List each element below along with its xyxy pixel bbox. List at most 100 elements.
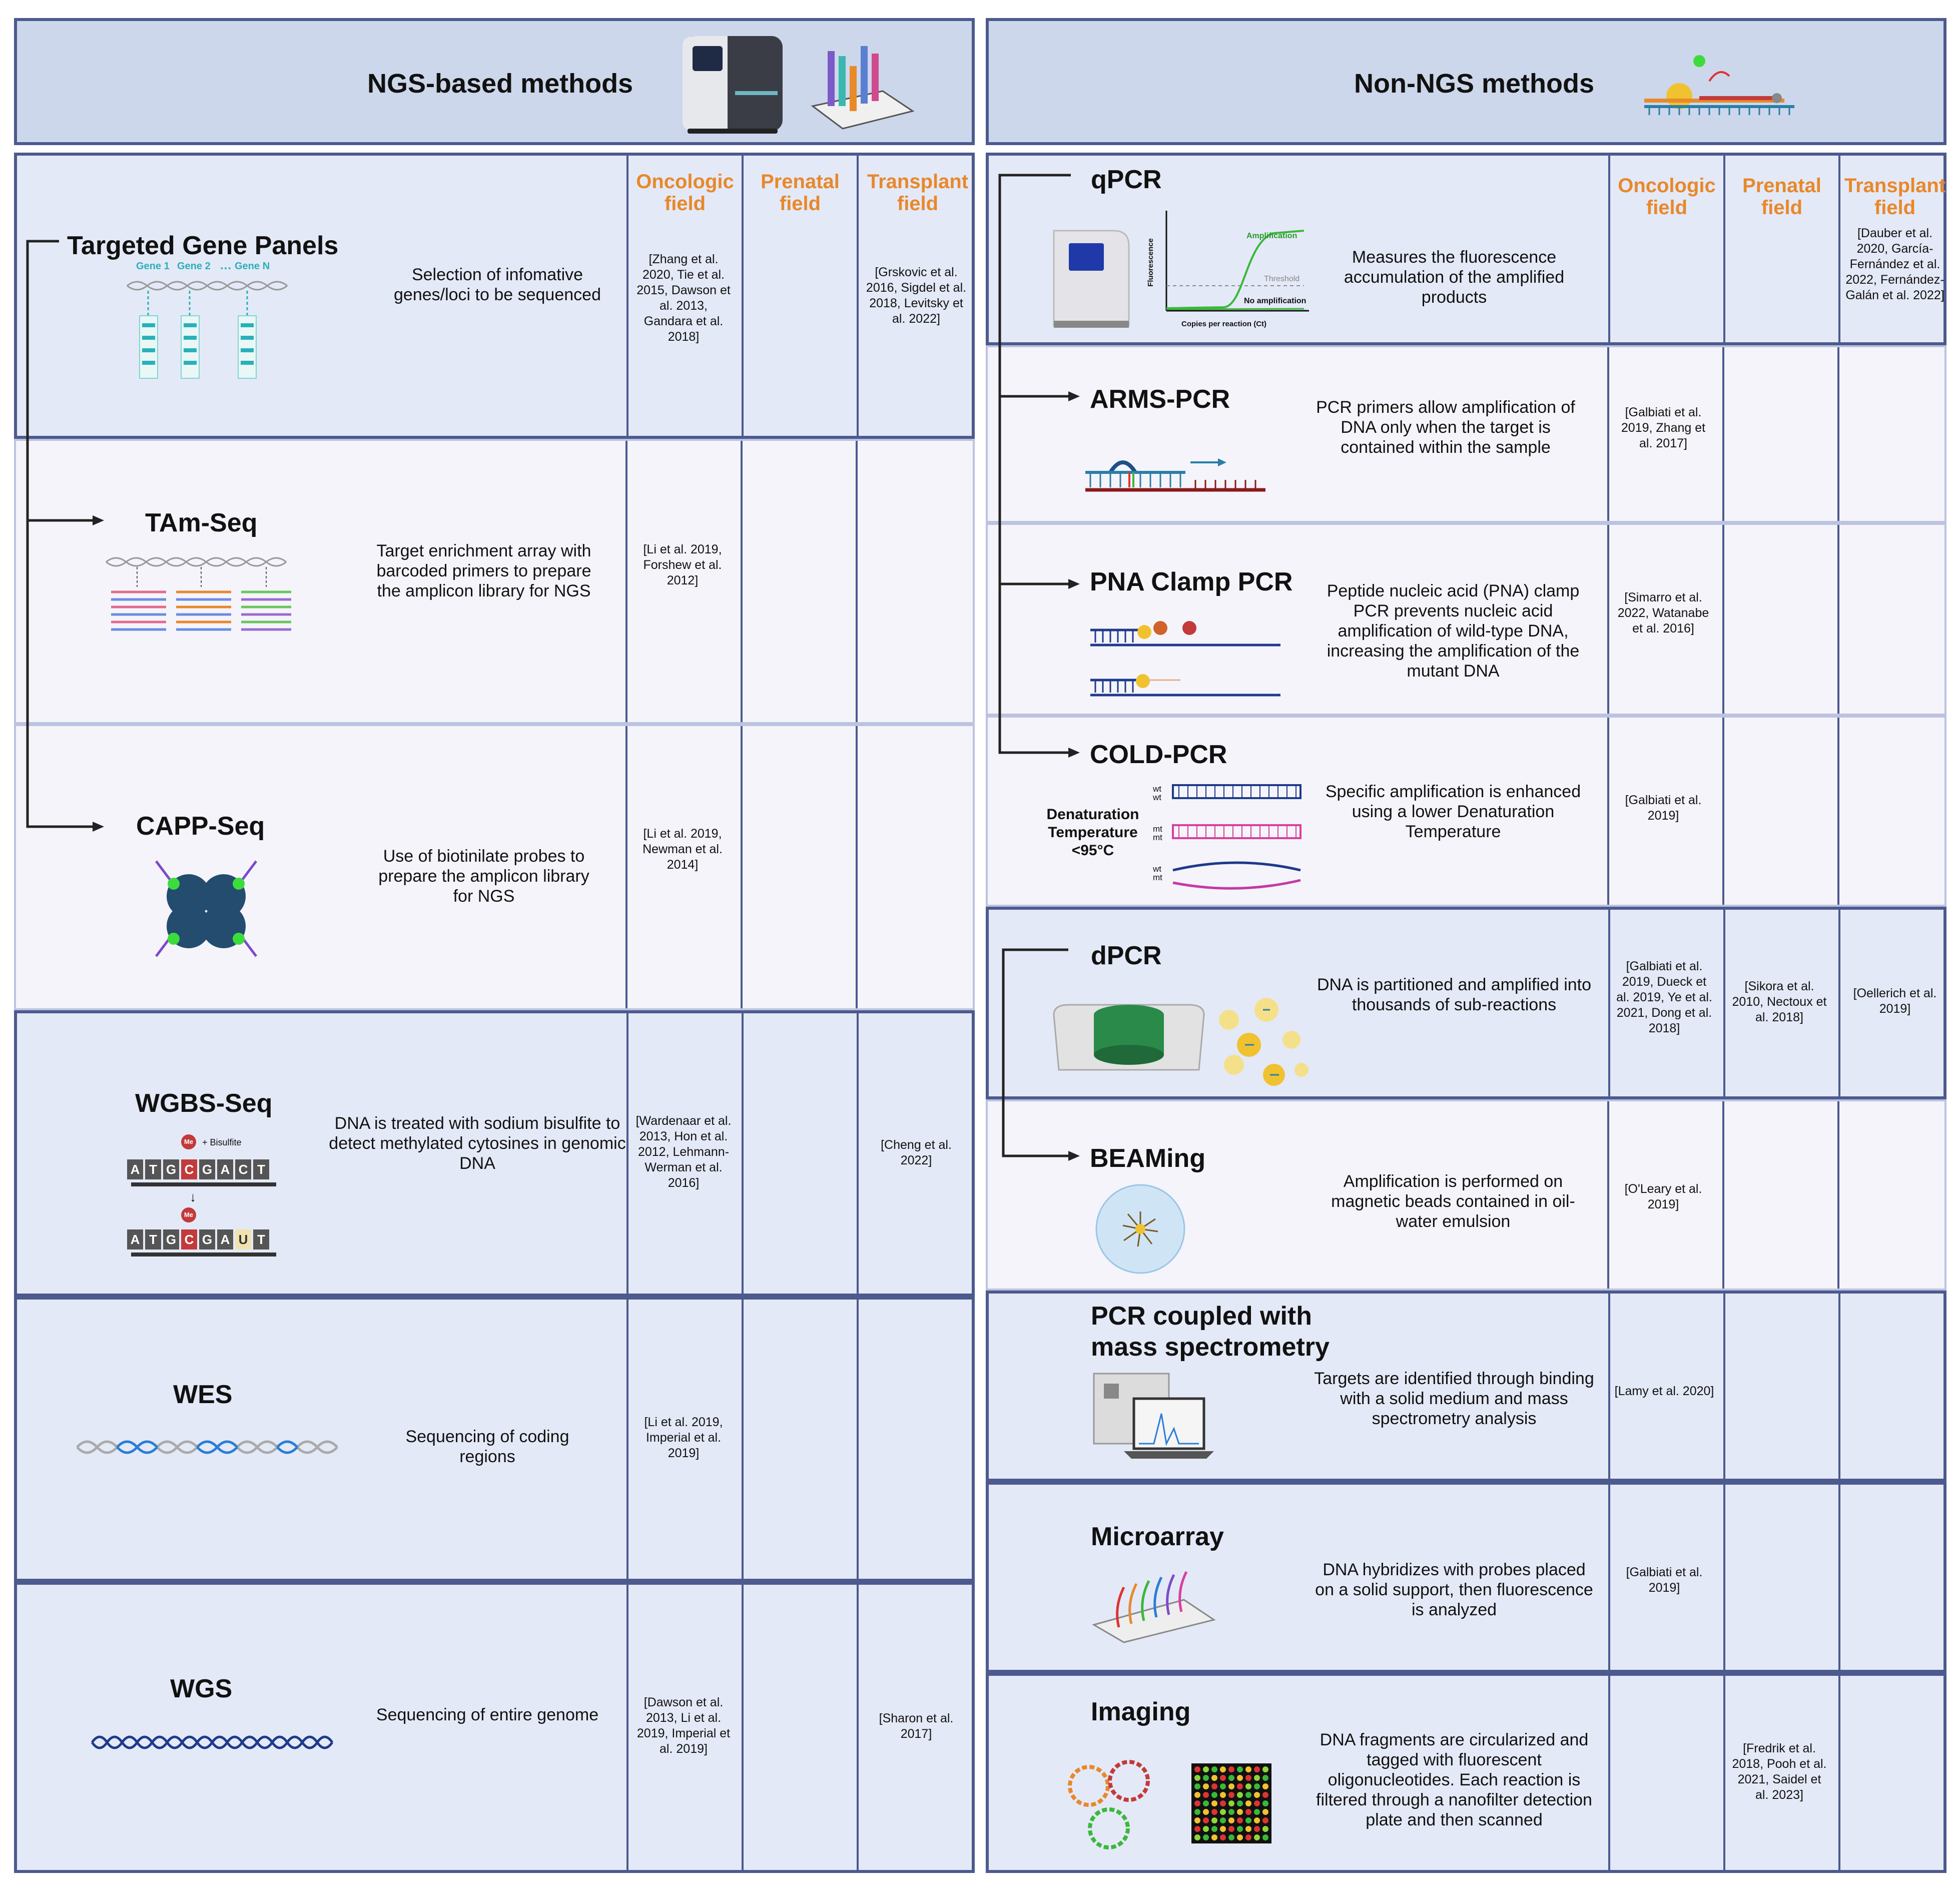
magnetic-bead-icon bbox=[1095, 1184, 1185, 1274]
row-targeted-gene-panels: Oncologic field Prenatal field Transplan… bbox=[14, 153, 975, 439]
oncologic-refs: [Galbiati et al. 2019] bbox=[1626, 1565, 1703, 1595]
method-name: WGBS-Seq bbox=[135, 1089, 273, 1118]
gene-label: Gene 2 bbox=[177, 261, 211, 272]
method-description: Amplification is performed on magnetic b… bbox=[1331, 1172, 1575, 1231]
method-description: Use of biotinilate probes to prepare the… bbox=[378, 847, 589, 906]
row-microarray: Microarray DNA hybridizes with probes pl… bbox=[986, 1482, 1946, 1673]
method-description: Measures the fluorescence accumulation o… bbox=[1344, 248, 1565, 307]
col-header-oncologic: Oncologic field bbox=[1618, 175, 1716, 219]
method-name: PNA Clamp PCR bbox=[1090, 567, 1293, 596]
circular-dna-illustration bbox=[1068, 1760, 1150, 1849]
row-wes: WES Sequencing of coding regions [Li et … bbox=[14, 1297, 975, 1582]
gene-label: Gene 1 bbox=[136, 261, 170, 272]
arms-primer-illustration bbox=[1085, 458, 1265, 492]
method-description: Selection of infomative genes/loci to be… bbox=[394, 265, 601, 304]
qpcr-machine-icon bbox=[1053, 230, 1130, 328]
method-description: Targets are identified through binding w… bbox=[1314, 1369, 1594, 1428]
methyl-badge: Me bbox=[181, 1207, 196, 1222]
method-name: Imaging bbox=[1091, 1697, 1191, 1726]
sequence-before: A T G C G A C T bbox=[127, 1159, 269, 1179]
method-name: qPCR bbox=[1091, 165, 1162, 194]
row-wgbs-seq: WGBS-Seq DNA is treated with sodium bisu… bbox=[14, 1010, 975, 1297]
method-description: Peptide nucleic acid (PNA) clamp PCR pre… bbox=[1327, 581, 1580, 681]
flowcell-icon bbox=[811, 46, 915, 130]
amplification-chart: Fluorescence Amplification Threshold No … bbox=[1146, 211, 1314, 331]
non-ngs-header-title: Non-NGS methods bbox=[1354, 69, 1594, 99]
genome-dna-illustration bbox=[91, 1735, 334, 1749]
bisulfite-illustration: Me + Bisulfite A T G C G A C T ↓ Me A T … bbox=[127, 1133, 287, 1269]
method-description: DNA hybridizes with probes placed on a s… bbox=[1315, 1560, 1593, 1619]
pna-clamp-illustration bbox=[1090, 621, 1280, 697]
row-beaming: BEAMing Amplification is performed on ma… bbox=[986, 1099, 1946, 1291]
col-header-prenatal: Prenatal field bbox=[1742, 175, 1821, 219]
bisulfite-label: + Bisulfite bbox=[202, 1137, 242, 1147]
mass-spectrometer-icon bbox=[1093, 1373, 1214, 1459]
method-description: DNA is partitioned and amplified into th… bbox=[1317, 975, 1592, 1014]
oncologic-refs: [Wardenaar et al. 2013, Hon et al. 2012,… bbox=[635, 1114, 732, 1190]
oncologic-refs: [Dawson et al. 2013, Li et al. 2019, Imp… bbox=[636, 1695, 731, 1756]
transplant-refs: [Grskovic et al. 2016, Sigdel et al. 201… bbox=[866, 265, 967, 326]
method-name: CAPP-Seq bbox=[136, 812, 265, 841]
oncologic-refs: [Zhang et al. 2020, Tie et al. 2015, Daw… bbox=[636, 252, 731, 344]
ngs-header-title: NGS-based methods bbox=[367, 69, 633, 99]
row-cold-pcr: COLD-PCR Specific amplification is enhan… bbox=[986, 716, 1946, 907]
row-wgs: WGS Sequencing of entire genome [Dawson … bbox=[14, 1582, 975, 1873]
prenatal-refs: [Sikora et al. 2010, Nectoux et al. 2018… bbox=[1732, 979, 1827, 1024]
droplets-illustration bbox=[1219, 998, 1309, 1086]
oncologic-refs: [Galbiati et al. 2019] bbox=[1625, 793, 1702, 823]
row-dpcr: dPCR DNA is partitioned and amplified in… bbox=[986, 907, 1946, 1099]
oncologic-refs: [O'Leary et al. 2019] bbox=[1624, 1182, 1702, 1211]
threshold-label: Threshold bbox=[1264, 275, 1300, 283]
col-header-prenatal: Prenatal field bbox=[761, 171, 840, 215]
col-header-oncologic: Oncologic field bbox=[636, 171, 734, 215]
method-name: WGS bbox=[170, 1674, 233, 1703]
method-description: DNA is treated with sodium bisulfite to … bbox=[329, 1114, 626, 1173]
non-ngs-header: Non-NGS methods bbox=[986, 18, 1946, 145]
row-imaging: Imaging DNA fragments are circularized a… bbox=[986, 1673, 1946, 1873]
method-name: Microarray bbox=[1091, 1522, 1224, 1551]
method-description: Target enrichment array with barcoded pr… bbox=[376, 541, 591, 600]
gene-panel-illustration bbox=[127, 281, 288, 379]
method-description: PCR primers allow amplification of DNA o… bbox=[1316, 398, 1575, 457]
oncologic-refs: [Simarro et al. 2022, Watanabe et al. 20… bbox=[1617, 590, 1709, 636]
biotinylated-probe-illustration bbox=[155, 860, 257, 957]
probe-cleavage-icon bbox=[1644, 55, 1794, 115]
col-header-transplant: Transplant field bbox=[1844, 175, 1946, 219]
row-arms-pcr: ARMS-PCR PCR primers allow amplification… bbox=[986, 345, 1946, 523]
microarray-illustration bbox=[1092, 1571, 1216, 1643]
detection-plate-illustration bbox=[1191, 1763, 1271, 1843]
sequence-after: A T G C G A U T bbox=[127, 1229, 269, 1249]
barcoded-primer-illustration bbox=[106, 557, 291, 631]
method-name: WES bbox=[173, 1380, 233, 1409]
oncologic-refs: [Galbiati et al. 2019, Zhang et al. 2017… bbox=[1621, 405, 1706, 450]
prenatal-refs: [Fredrik et al. 2018, Pooh et al. 2021, … bbox=[1732, 1741, 1827, 1802]
exome-dna-illustration bbox=[76, 1440, 338, 1454]
transplant-refs: [Dauber et al. 2020, García-Fernández et… bbox=[1845, 226, 1944, 302]
no-amplification-label: No amplification bbox=[1244, 297, 1306, 305]
method-description: Specific amplification is enhanced using… bbox=[1325, 782, 1581, 841]
method-name: COLD-PCR bbox=[1090, 740, 1227, 769]
gene-label: … bbox=[220, 259, 232, 272]
row-tam-seq: TAm-Seq Target enrichment array with bar… bbox=[14, 439, 975, 724]
transplant-refs: [Oellerich et al. 2019] bbox=[1853, 986, 1937, 1016]
denaturation-temperature-label: Denaturation Temperature <95°C bbox=[1046, 806, 1139, 859]
oncologic-refs: [Galbiati et al. 2019, Dueck et al. 2019… bbox=[1616, 959, 1712, 1035]
col-header-transplant: Transplant field bbox=[867, 171, 969, 215]
row-capp-seq: CAPP-Seq Use of biotinilate probes to pr… bbox=[14, 724, 975, 1010]
chart-ylabel: Fluorescence bbox=[1146, 238, 1155, 287]
oncologic-refs: [Li et al. 2019, Imperial et al. 2019] bbox=[644, 1415, 723, 1460]
transplant-refs: [Cheng et al. 2022] bbox=[881, 1138, 952, 1167]
transplant-refs: [Sharon et al. 2017] bbox=[879, 1711, 954, 1741]
cold-pcr-strands-illustration bbox=[1172, 784, 1301, 890]
row-qpcr: Oncologic field Prenatal field Transplan… bbox=[986, 153, 1946, 345]
method-name: dPCR bbox=[1091, 941, 1162, 970]
method-name: BEAMing bbox=[1090, 1144, 1206, 1173]
dpcr-machine-icon bbox=[1053, 1004, 1205, 1071]
methyl-badge: Me bbox=[181, 1134, 196, 1149]
oncologic-refs: [Lamy et al. 2020] bbox=[1614, 1384, 1714, 1398]
